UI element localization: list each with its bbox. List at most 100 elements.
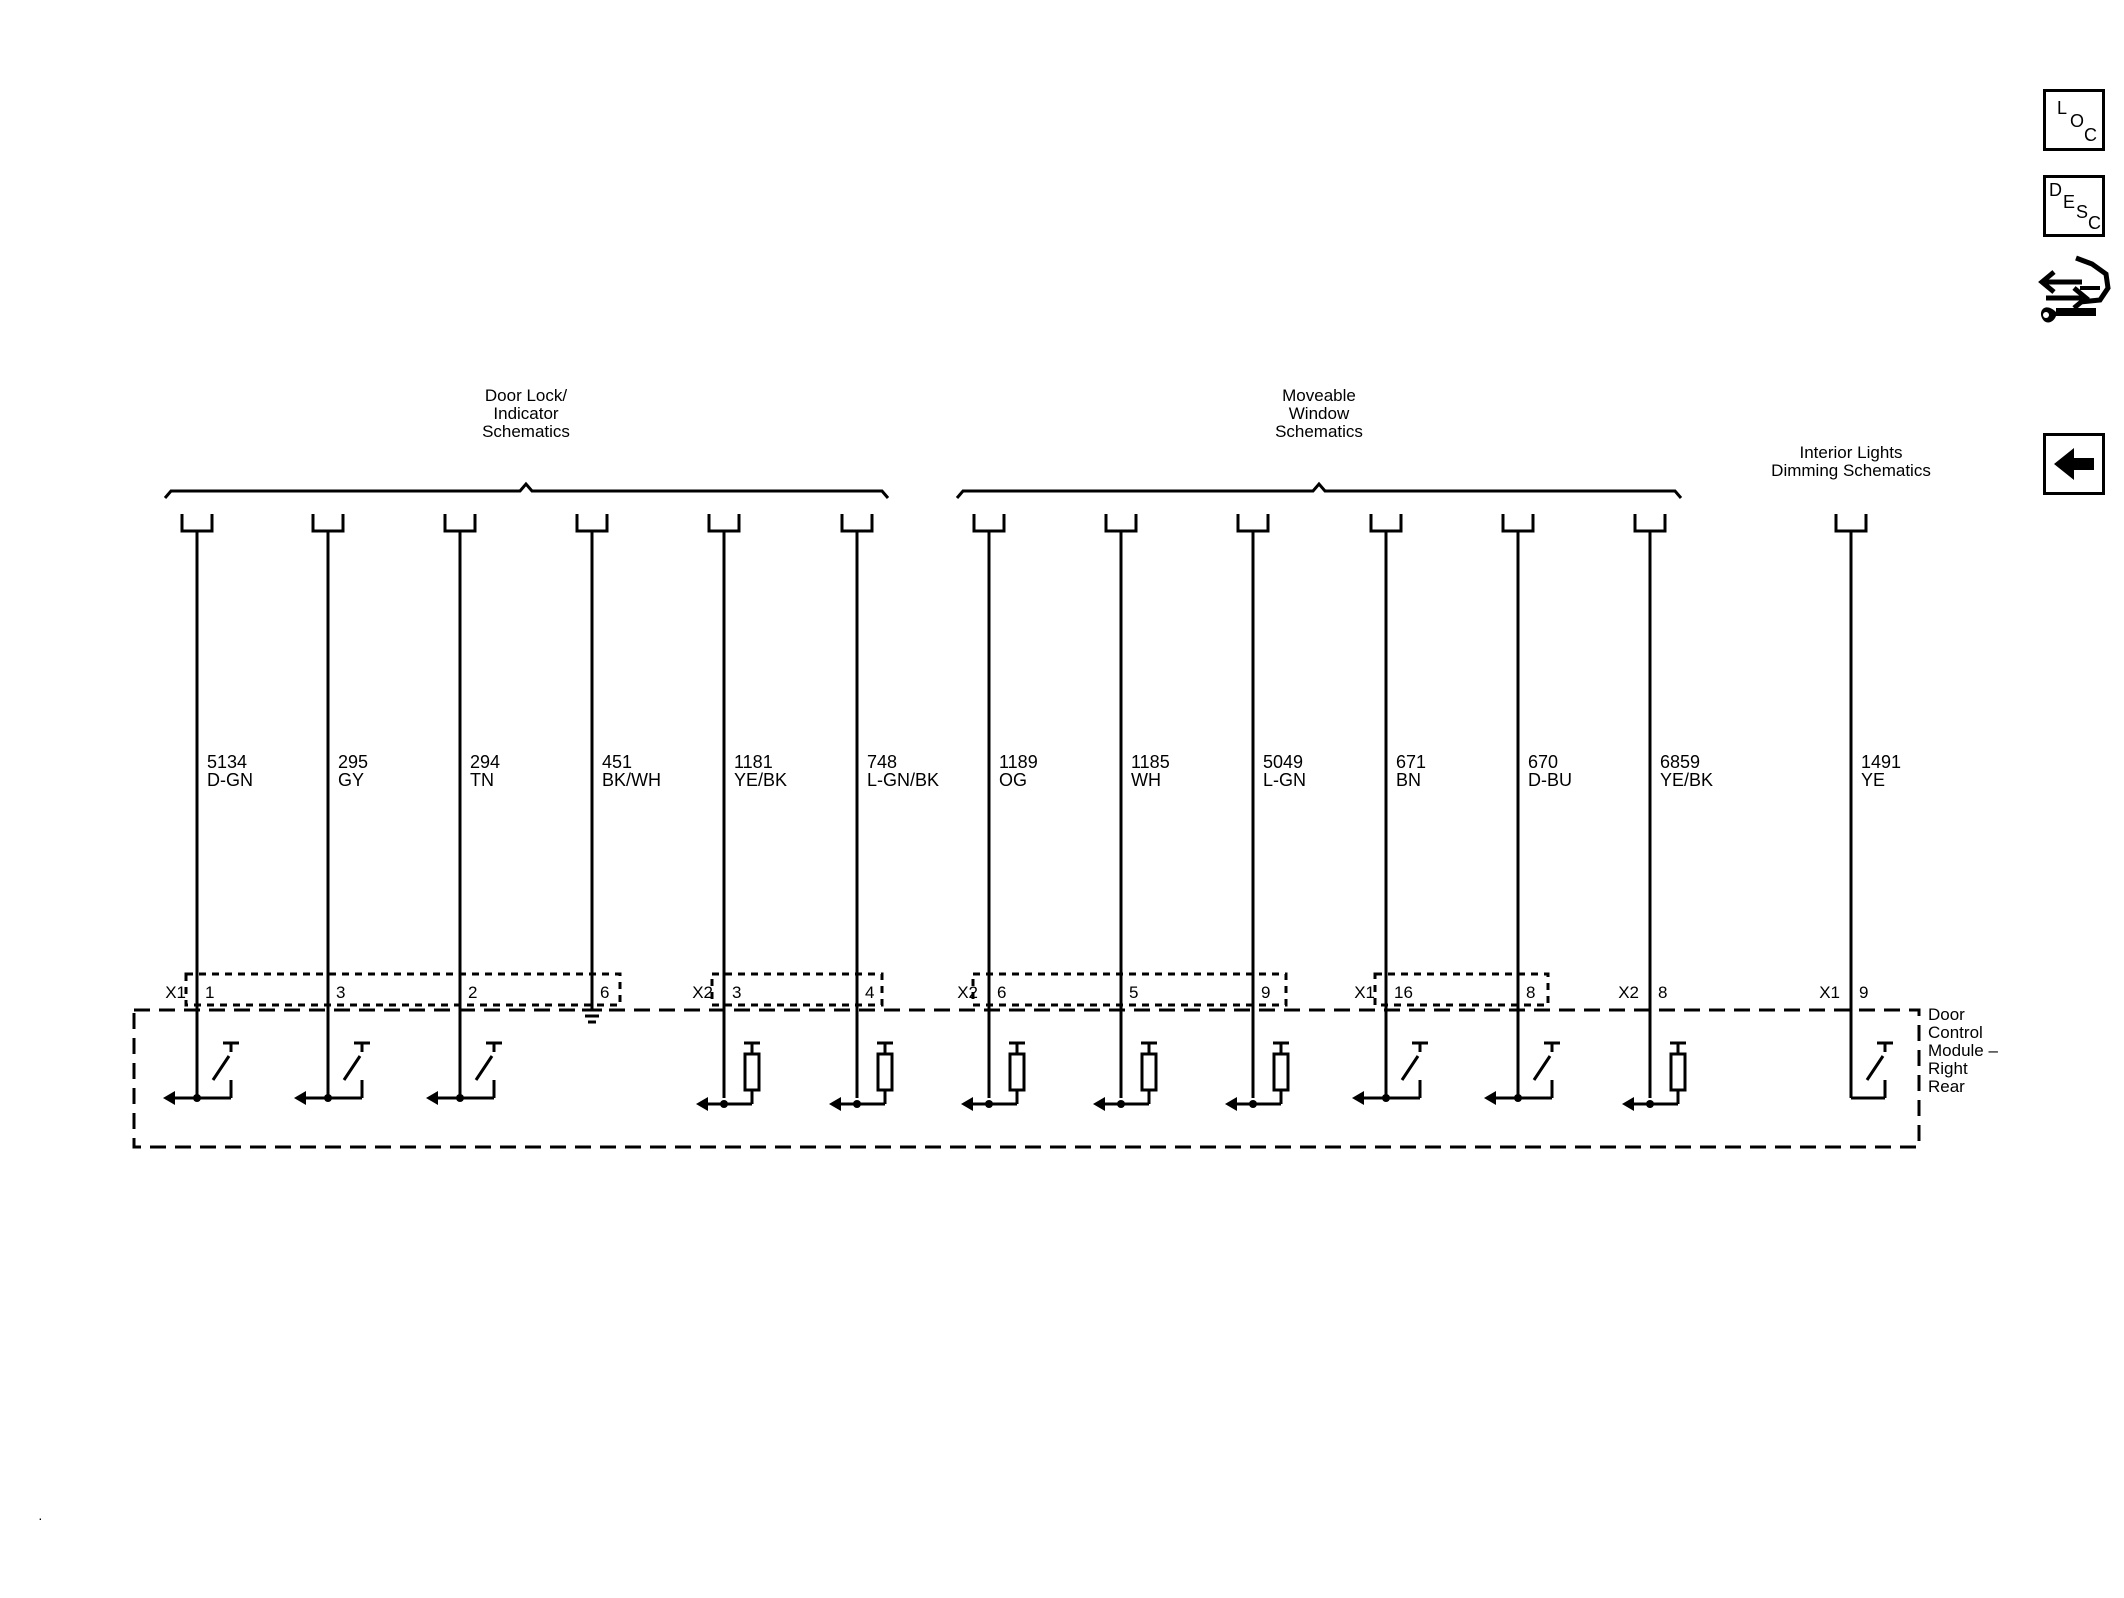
connector-wrench-svg xyxy=(2038,255,2111,323)
pin-number: 3 xyxy=(336,983,345,1002)
terminal-cap xyxy=(972,514,1006,533)
terminal-cap xyxy=(1236,514,1270,533)
signal-arrow-head xyxy=(1093,1097,1105,1111)
switch-blade xyxy=(1865,1055,1885,1081)
junction-dot xyxy=(193,1094,201,1102)
junction-dot xyxy=(1646,1100,1654,1108)
wire-circuit-number: 748 xyxy=(867,752,897,772)
pin-number: 8 xyxy=(1526,983,1535,1002)
junction-dot xyxy=(985,1100,993,1108)
junction-dot xyxy=(1117,1100,1125,1108)
terminal-cap xyxy=(575,514,609,533)
header-brace xyxy=(163,481,890,499)
wire-color-code: YE xyxy=(1861,770,1885,790)
terminal-cap xyxy=(1104,514,1138,533)
header-label-line: Door Lock/ xyxy=(485,386,567,405)
signal-arrow-head xyxy=(1484,1091,1496,1105)
arrow-left-icon xyxy=(2054,448,2094,480)
terminal-cap xyxy=(840,514,874,533)
module-label-line: Door xyxy=(1928,1005,1965,1024)
module-label-line: Module – xyxy=(1928,1041,1998,1060)
switch-blade xyxy=(342,1055,362,1081)
connector-id: X1 xyxy=(1354,983,1375,1002)
junction-dot xyxy=(853,1100,861,1108)
connector-id: X1 xyxy=(1819,983,1840,1002)
junction-dot xyxy=(1382,1094,1390,1102)
wire-color-code: D-BU xyxy=(1528,770,1572,790)
wire-color-code: TN xyxy=(470,770,494,790)
pin-number: 1 xyxy=(205,983,214,1002)
terminal-cap xyxy=(443,514,477,533)
resistor-body xyxy=(1140,1052,1158,1092)
wire-color-code: WH xyxy=(1131,770,1161,790)
terminal-cap xyxy=(707,514,741,533)
loc-letter-o: O xyxy=(2070,111,2085,131)
wire-circuit-number: 670 xyxy=(1528,752,1558,772)
desc-letter-d: D xyxy=(2049,180,2062,200)
signal-arrow-head xyxy=(1622,1097,1634,1111)
wire-color-code: OG xyxy=(999,770,1027,790)
resistor-body xyxy=(743,1052,761,1092)
header-groups: Door Lock/IndicatorSchematicsMoveableWin… xyxy=(163,386,1931,499)
loc-letter-l: L xyxy=(2057,98,2068,118)
module-outline xyxy=(132,1008,1921,1149)
connector-box xyxy=(710,972,884,1007)
terminal-cap xyxy=(1369,514,1403,533)
header-label-line: Dimming Schematics xyxy=(1771,461,1931,480)
loc-button[interactable]: L O C xyxy=(2043,89,2105,151)
resistor-body xyxy=(1272,1052,1290,1092)
pin-number: 8 xyxy=(1658,983,1667,1002)
connector-id: X1 xyxy=(165,983,186,1002)
pin-number: 2 xyxy=(468,983,477,1002)
header-label-line: Window xyxy=(1289,404,1350,423)
connector-box xyxy=(971,972,1288,1007)
terminal-cap xyxy=(1501,514,1535,533)
connector-wrench-icon[interactable] xyxy=(2036,252,2112,332)
junction-dot xyxy=(720,1100,728,1108)
junction-dot xyxy=(324,1094,332,1102)
wire-circuit-number: 5049 xyxy=(1263,752,1303,772)
pin-number: 5 xyxy=(1129,983,1138,1002)
wire-circuit-number: 294 xyxy=(470,752,500,772)
header-label-line: Interior Lights xyxy=(1800,443,1903,462)
back-button[interactable] xyxy=(2043,433,2105,495)
module-label-line: Control xyxy=(1928,1023,1983,1042)
wire-circuit-number: 671 xyxy=(1396,752,1426,772)
wire-color-code: L-GN xyxy=(1263,770,1306,790)
connector-id: X2 xyxy=(957,983,978,1002)
connector-box xyxy=(1373,972,1550,1007)
pin-number: 6 xyxy=(600,983,609,1002)
header-label-line: Schematics xyxy=(482,422,570,441)
wire-circuit-number: 295 xyxy=(338,752,368,772)
desc-button[interactable]: D E S C xyxy=(2043,175,2105,237)
pin-number: 9 xyxy=(1859,983,1868,1002)
junction-dot xyxy=(1249,1100,1257,1108)
pin-number: 3 xyxy=(732,983,741,1002)
wire-color-code: L-GN/BK xyxy=(867,770,939,790)
header-label-line: Schematics xyxy=(1275,422,1363,441)
wire-circuit-number: 1491 xyxy=(1861,752,1901,772)
wire-circuit-number: 5134 xyxy=(207,752,247,772)
desc-letter-c: C xyxy=(2088,213,2101,233)
resistor-body xyxy=(1669,1052,1687,1092)
terminal-cap xyxy=(311,514,345,533)
switch-blade xyxy=(211,1055,231,1081)
resistor-body xyxy=(1008,1052,1026,1092)
corner-mark: · xyxy=(38,1510,43,1526)
terminal-cap xyxy=(1633,514,1667,533)
connector-id: X2 xyxy=(692,983,713,1002)
